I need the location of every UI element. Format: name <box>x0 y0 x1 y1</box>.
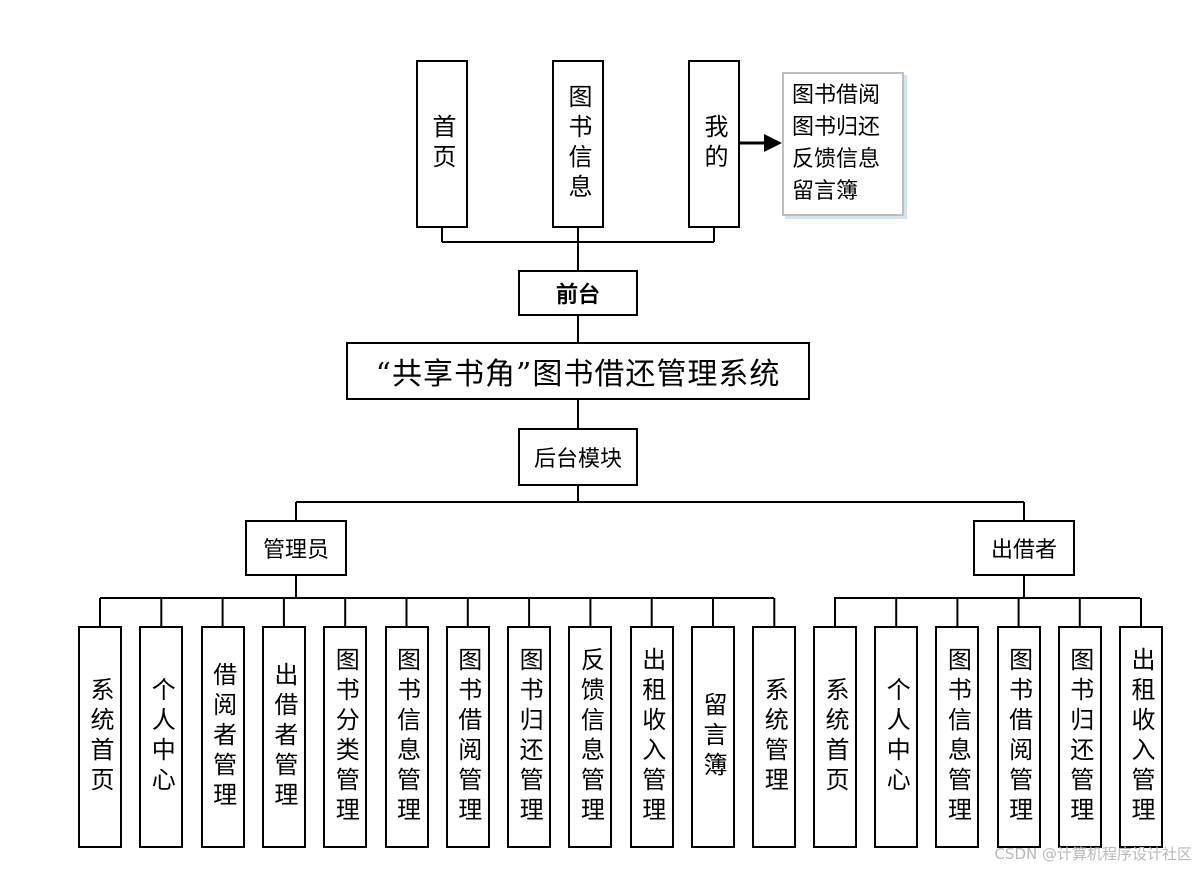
lender-item-4: 图书归还管理 <box>1057 626 1102 848</box>
admin-item-10: 留言簿 <box>691 626 735 848</box>
front-item-book-info: 图书信息 <box>552 60 604 228</box>
lender-item-3: 图书借阅管理 <box>996 626 1041 848</box>
admin-item-9: 出租收入管理 <box>629 626 674 848</box>
lender-item-5: 出租收入管理 <box>1119 626 1163 848</box>
admin-node: 管理员 <box>245 520 347 576</box>
admin-item-6: 图书借阅管理 <box>445 626 490 848</box>
submenu-item: 留言簿 <box>792 179 859 204</box>
admin-item-3: 出借者管理 <box>261 626 306 848</box>
admin-item-1: 个人中心 <box>139 626 184 848</box>
admin-item-0: 系统首页 <box>78 626 122 848</box>
front-item-mine: 我的 <box>688 60 740 228</box>
admin-item-7: 图书归还管理 <box>507 626 552 848</box>
backend-node: 后台模块 <box>518 428 638 486</box>
admin-item-2: 借阅者管理 <box>200 626 245 848</box>
admin-item-11: 系统管理 <box>752 626 797 848</box>
watermark: CSDN @计算机程序设计社区 <box>994 845 1192 863</box>
frontend-node: 前台 <box>518 270 638 316</box>
lender-item-1: 个人中心 <box>874 626 919 848</box>
lender-node: 出借者 <box>973 520 1075 576</box>
admin-item-8: 反馈信息管理 <box>568 626 613 848</box>
arrow-icon <box>764 134 782 152</box>
front-item-home: 首页 <box>416 60 468 228</box>
lender-item-2: 图书信息管理 <box>935 626 980 848</box>
system-title: “共享书角”图书借还管理系统 <box>346 342 810 400</box>
admin-item-4: 图书分类管理 <box>323 626 368 848</box>
submenu-item: 图书归还 <box>792 115 881 140</box>
lender-item-0: 系统首页 <box>813 626 857 848</box>
submenu-item: 反馈信息 <box>792 147 881 172</box>
submenu-item: 图书借阅 <box>792 83 881 108</box>
mine-submenu-list: 图书借阅 图书归还 反馈信息 留言簿 <box>782 72 904 216</box>
admin-item-5: 图书信息管理 <box>384 626 429 848</box>
